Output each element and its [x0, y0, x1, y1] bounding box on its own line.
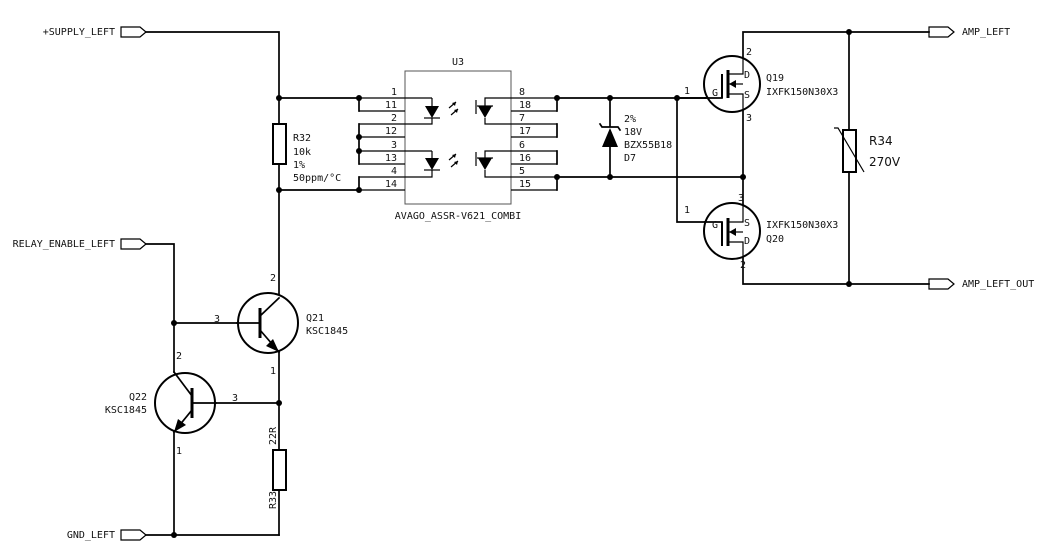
junctions [171, 29, 852, 538]
d7-part: BZX55B18 [624, 140, 672, 151]
q21-pin-collector: 2 [270, 273, 276, 284]
port-supply-label: +SUPPLY_LEFT [43, 27, 115, 38]
port-amp-left-out: AMP_LEFT_OUT [928, 278, 1034, 290]
q19-pin-source: 3 [746, 113, 752, 124]
r32-tempco: 50ppm/°C [293, 173, 341, 184]
q19-part: IXFK150N30X3 [766, 87, 838, 98]
q22-ref: Q22 [129, 392, 147, 403]
u3-pin-label: 12 [385, 126, 397, 137]
r32-value: 10k [293, 147, 311, 158]
u3-channel-2 [405, 150, 511, 178]
port-gnd-label: GND_LEFT [67, 530, 115, 541]
port-supply-left: +SUPPLY_LEFT [43, 26, 147, 38]
u3-pin-label: 7 [519, 113, 525, 124]
transistor-q21: 3 2 1 Q21 KSC1845 [214, 273, 348, 377]
zener-diode-d7: 2% 18V BZX55B18 D7 [598, 114, 672, 164]
u3-pin-label: 11 [385, 100, 397, 111]
port-gnd-left: GND_LEFT [67, 529, 147, 541]
r33-ref: R33 [268, 491, 279, 509]
q21-pin-emitter: 1 [270, 366, 276, 377]
resistor-r32: R32 10k 1% 50ppm/°C [272, 123, 341, 184]
q19-source-label: S [744, 90, 750, 101]
port-amp-out-label: AMP_LEFT_OUT [962, 279, 1034, 290]
ic-u3: U3 AVAGO_ASSR-V621_COMBI 1 11 2 12 3 13 [356, 57, 560, 222]
wires [145, 31, 930, 536]
q20-ref: Q20 [766, 234, 784, 245]
r33-value: 22R [268, 426, 279, 445]
q20-pin-source: 3 [738, 193, 744, 204]
u3-pin-label: 16 [519, 153, 531, 164]
q19-pin-gate: 1 [684, 86, 690, 97]
varistor-r34: R34 270V [834, 127, 901, 173]
resistor-r33: 22R R33 [268, 426, 287, 509]
u3-value: AVAGO_ASSR-V621_COMBI [395, 211, 521, 222]
q22-pin-base: 3 [232, 393, 238, 404]
r34-value: 270V [869, 155, 901, 169]
u3-pin-label: 15 [519, 179, 531, 190]
u3-pin-label: 3 [391, 140, 397, 151]
q20-drain-label: D [744, 236, 750, 247]
q19-pin-drain: 2 [746, 47, 752, 58]
port-amp-left: AMP_LEFT [928, 26, 1010, 38]
q19-gate-label: G [712, 88, 718, 99]
q19-drain-label: D [744, 70, 750, 81]
u3-pin-label: 14 [385, 179, 397, 190]
d7-tolerance: 2% [624, 114, 636, 125]
u3-ref: U3 [452, 57, 464, 68]
q20-gate-label: G [712, 220, 718, 231]
u3-pin-label: 6 [519, 140, 525, 151]
u3-right-pins: 8 18 7 17 6 16 5 15 [511, 87, 560, 191]
port-relay-enable-left: RELAY_ENABLE_LEFT [13, 238, 147, 250]
d7-ref: D7 [624, 153, 636, 164]
q21-ref: Q21 [306, 313, 324, 324]
mosfet-q20: G S D 1 3 2 IXFK150N30X3 Q20 [684, 193, 838, 271]
u3-pin-label: 5 [519, 166, 525, 177]
transistor-q22: 3 2 1 Q22 KSC1845 [105, 351, 238, 457]
r34-ref: R34 [869, 134, 893, 148]
q20-pin-drain: 2 [740, 260, 746, 271]
q22-part: KSC1845 [105, 405, 147, 416]
u3-pin-label: 1 [391, 87, 397, 98]
q21-part: KSC1845 [306, 326, 348, 337]
u3-pin-label: 17 [519, 126, 531, 137]
port-relay-label: RELAY_ENABLE_LEFT [13, 239, 115, 250]
q19-ref: Q19 [766, 73, 784, 84]
q20-part: IXFK150N30X3 [766, 220, 838, 231]
q21-pin-base: 3 [214, 314, 220, 325]
q22-pin-emitter: 1 [176, 446, 182, 457]
q20-source-label: S [744, 218, 750, 229]
r32-ref: R32 [293, 133, 311, 144]
r32-tolerance: 1% [293, 160, 305, 171]
q22-pin-collector: 2 [176, 351, 182, 362]
u3-left-pins: 1 11 2 12 3 13 4 14 [356, 87, 405, 193]
q20-pin-gate: 1 [684, 205, 690, 216]
u3-pin-label: 8 [519, 87, 525, 98]
u3-pin-label: 4 [391, 166, 397, 177]
d7-voltage: 18V [624, 127, 642, 138]
u3-pin-label: 18 [519, 100, 531, 111]
mosfet-q19: G D S 1 2 3 Q19 IXFK150N30X3 [676, 47, 838, 124]
u3-channel-1 [405, 97, 511, 125]
u3-pin-label: 2 [391, 113, 397, 124]
port-amp-label: AMP_LEFT [962, 27, 1010, 38]
u3-pin-label: 13 [385, 153, 397, 164]
